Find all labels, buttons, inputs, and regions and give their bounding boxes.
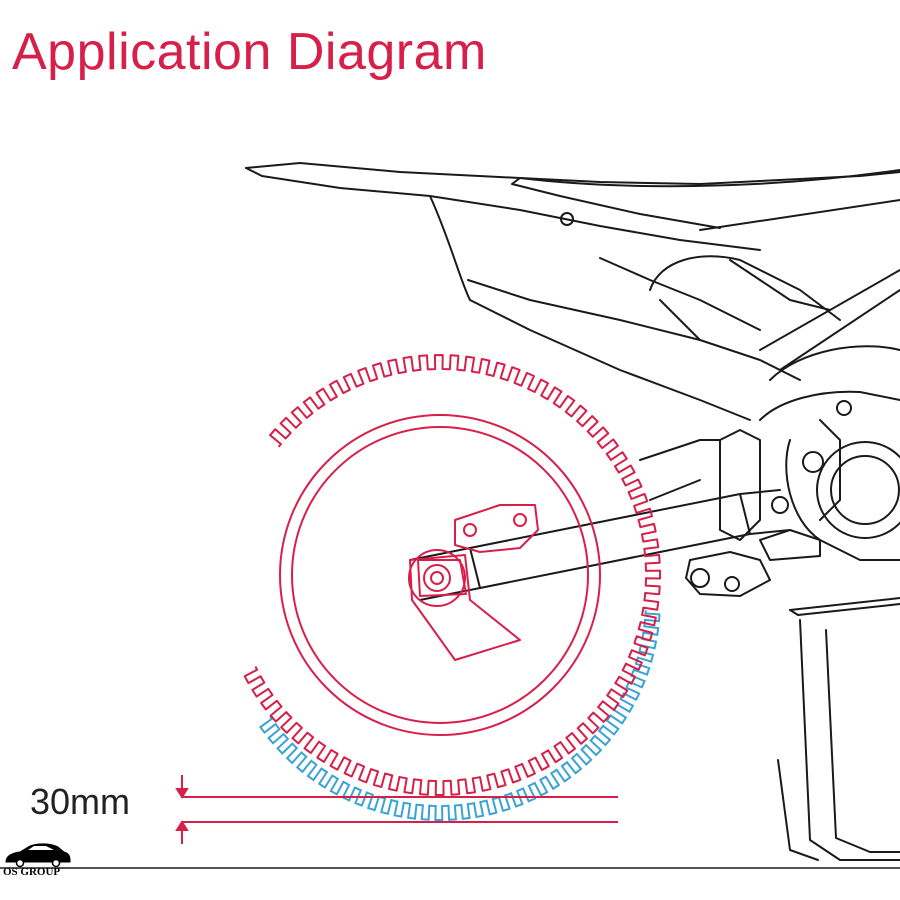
height-dimension-marker [175,775,618,844]
car-icon [5,843,71,868]
raised-wheel-outline [243,354,661,796]
page-title: Application Diagram [12,23,487,81]
motorcycle-frame-outline [245,162,900,861]
ground-wheel-outline [259,610,661,821]
logo-text: OS GROUP [3,866,61,878]
dimension-label: 30mm [30,781,131,822]
